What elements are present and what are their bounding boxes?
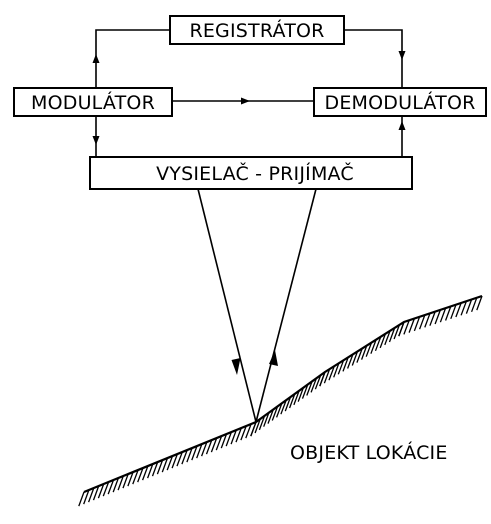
transmitted-ray [198, 189, 256, 422]
target-object-label: OBJEKT LOKÁCIE [290, 441, 448, 464]
block-registrator: REGISTRÁTOR [170, 16, 344, 44]
modulator-label: MODULÁTOR [31, 91, 155, 114]
signal-rays [198, 189, 316, 422]
hatch-mark [79, 492, 84, 506]
arrow-down-right-upper [399, 51, 406, 60]
arrow-down-left-lower [93, 136, 100, 145]
block-modulator: MODULÁTOR [14, 88, 172, 116]
block-transceiver: VYSIELAČ - PRIJÍMAČ [90, 157, 412, 189]
arrow-right-middle [241, 98, 250, 105]
wire-registrator-to-demodulator [344, 30, 402, 88]
registrator-label: REGISTRÁTOR [189, 19, 324, 42]
wire-modulator-to-registrator [96, 30, 170, 88]
demodulator-label: DEMODULÁTOR [324, 91, 475, 114]
transmitted-ray-arrowhead [232, 358, 241, 375]
transceiver-label: VYSIELAČ - PRIJÍMAČ [156, 161, 354, 185]
arrow-up-left-upper [93, 54, 100, 63]
block-demodulator: DEMODULÁTOR [314, 88, 486, 116]
arrow-up-right-lower [399, 121, 406, 130]
